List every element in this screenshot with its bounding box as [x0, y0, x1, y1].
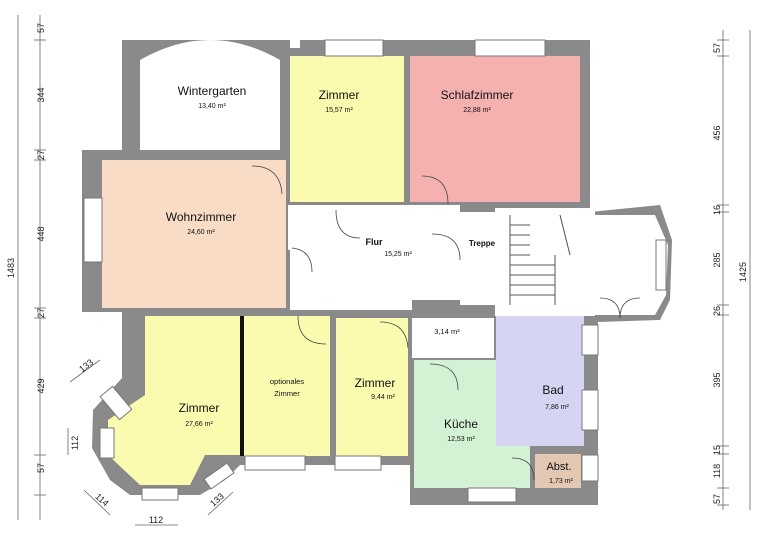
dim-left-1: 57: [36, 23, 46, 33]
rooms: [102, 40, 584, 488]
dim-bay-1: 133: [77, 357, 95, 374]
room-area-wintergarten: 13,40 m²: [198, 103, 226, 110]
room-wintergarten: [140, 40, 280, 150]
room-area-schlafzimmer: 22,88 m²: [463, 107, 491, 114]
room-area-vorraum: 3,14 m²: [434, 327, 460, 336]
room-zimmer-top: [290, 56, 404, 202]
windows: [83, 39, 667, 503]
dim-left-4: 448: [36, 226, 46, 241]
room-zimmer-bottom-mid: [336, 318, 408, 456]
dim-left-total: 1483: [6, 258, 16, 278]
room-name-zimmer-top: Zimmer: [319, 88, 360, 102]
dim-bay-4: 133: [208, 491, 226, 508]
room-name-optionales-line2: Zimmer: [274, 389, 300, 398]
dim-right-1: 57: [712, 43, 722, 53]
circulation-areas: [288, 205, 668, 382]
room-labels: Wintergarten 13,40 m² Zimmer 15,57 m² Sc…: [166, 84, 574, 485]
room-wohnzimmer: [102, 160, 286, 308]
dim-left-5: 27: [36, 308, 46, 318]
dim-right-4: 285: [712, 252, 722, 267]
staircase: [509, 214, 571, 305]
dim-right-6: 395: [712, 372, 722, 387]
room-schlafzimmer: [410, 56, 580, 202]
room-name-wintergarten: Wintergarten: [178, 84, 247, 98]
dimension-left: 57 344 27 448 27 429 57 1483: [6, 15, 46, 520]
room-bad: [496, 316, 584, 446]
dim-right-total: 1425: [738, 262, 748, 282]
room-area-zimmer-bottom-left: 27,66 m²: [185, 421, 213, 428]
room-name-kueche: Küche: [444, 417, 478, 431]
room-area-zimmer-bottom-mid: 9,44 m²: [371, 394, 395, 401]
dim-bay-3: 114: [93, 491, 110, 508]
dim-right-3: 16: [712, 205, 722, 215]
dim-left-3: 27: [36, 150, 46, 160]
room-area-zimmer-top: 15,57 m²: [325, 107, 353, 114]
room-area-flur: 15,25 m²: [384, 251, 412, 258]
room-area-kueche: 12,53 m²: [447, 436, 475, 443]
dim-bay-2: 112: [70, 436, 80, 450]
partition-wall: [240, 316, 244, 456]
room-name-optionales-line1: optionales: [270, 377, 304, 386]
room-name-wohnzimmer: Wohnzimmer: [166, 210, 236, 224]
room-name-zimmer-bottom-left: Zimmer: [179, 401, 220, 415]
room-area-bad: 7,86 m²: [545, 404, 569, 411]
room-name-zimmer-bottom-mid: Zimmer: [355, 376, 396, 390]
dim-right-7: 15: [712, 445, 722, 455]
dim-bay-5: 112: [149, 515, 163, 525]
room-area-wohnzimmer: 24,60 m²: [187, 229, 215, 236]
room-name-bad: Bad: [542, 383, 563, 397]
room-name-schlafzimmer: Schlafzimmer: [441, 88, 514, 102]
room-name-abst: Abst.: [546, 461, 571, 473]
room-area-abst: 1,73 m²: [549, 478, 573, 485]
dimension-right: 57 456 16 285 26 395 15 118 57 1425: [712, 30, 751, 510]
dim-right-2: 456: [712, 125, 722, 140]
dim-right-5: 26: [712, 306, 722, 316]
dim-right-8: 118: [712, 464, 722, 478]
dim-right-9: 57: [712, 494, 722, 504]
room-name-treppe: Treppe: [469, 239, 496, 248]
dim-left-7: 57: [36, 463, 46, 473]
room-name-flur: Flur: [366, 237, 383, 247]
dim-left-2: 344: [36, 87, 46, 102]
room-abst: [535, 454, 581, 488]
room-optionales-zimmer: [244, 316, 330, 456]
doors: [251, 165, 641, 481]
room-zimmer-bottom-left: [108, 316, 240, 485]
dim-left-6: 429: [36, 378, 46, 393]
